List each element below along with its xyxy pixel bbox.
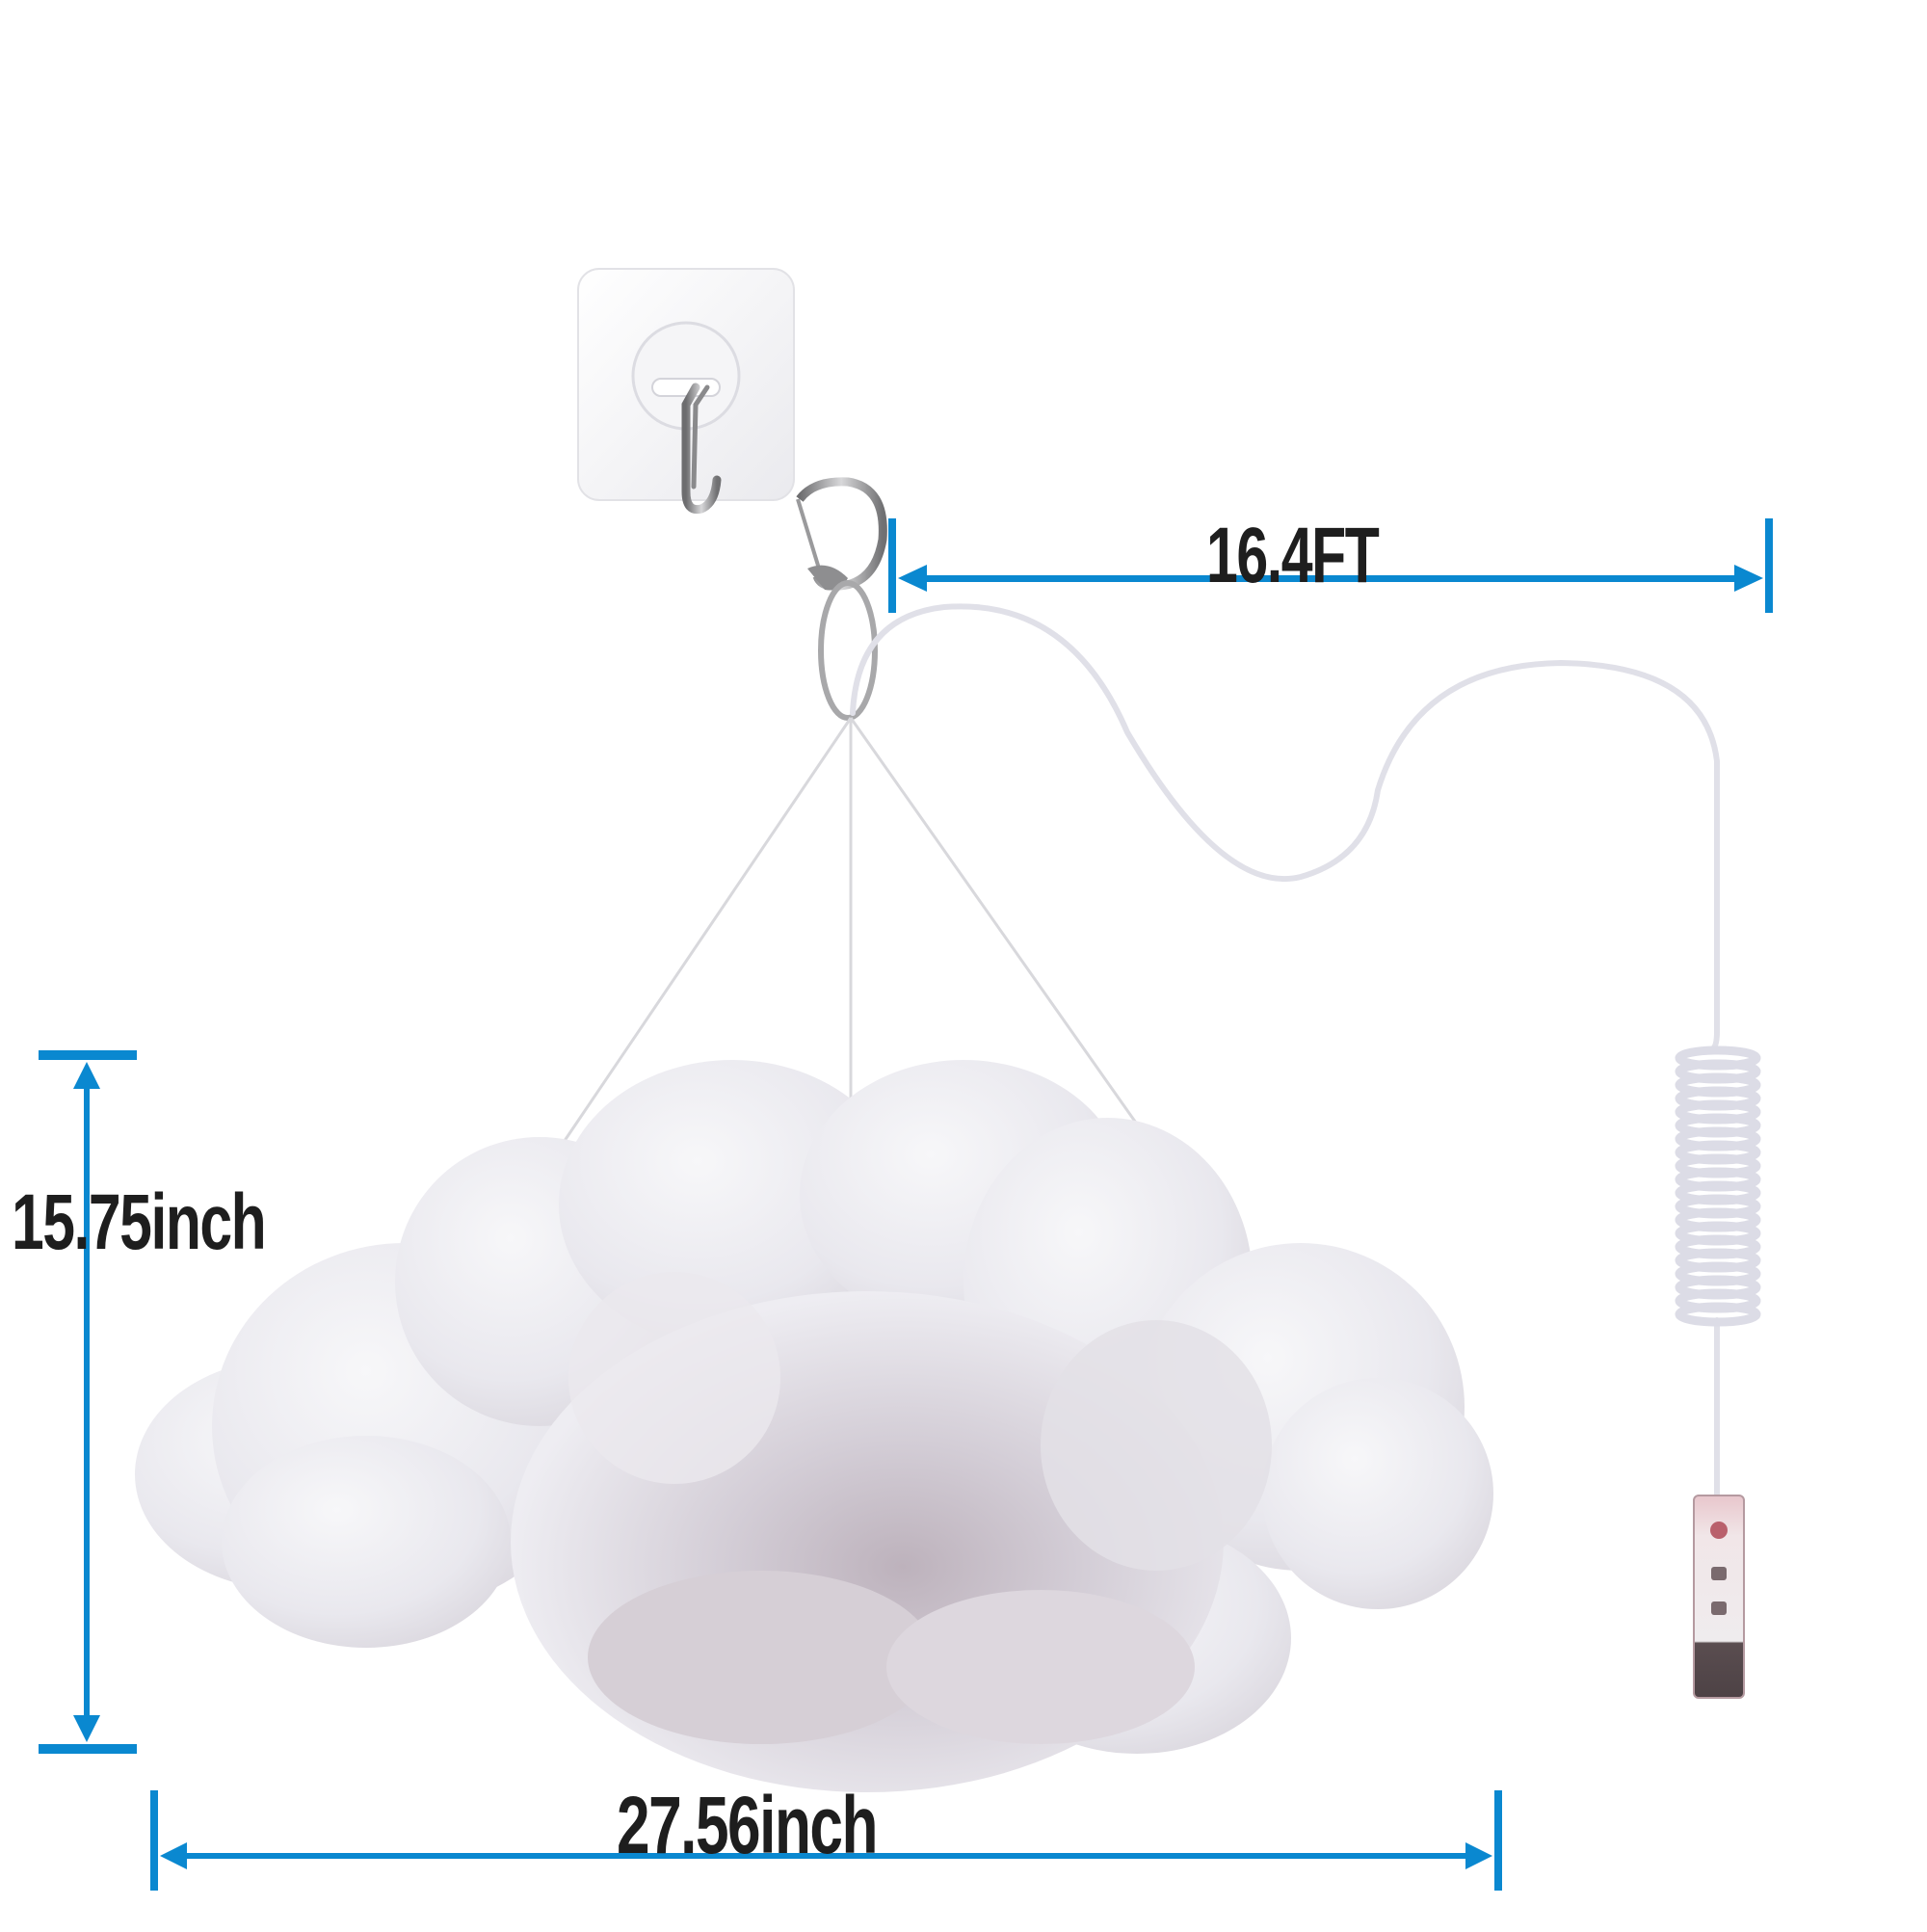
suspension-strings: [552, 717, 1158, 1157]
power-cord: [850, 603, 1720, 1501]
width-label: 27.56inch: [617, 1780, 878, 1870]
control-button-2: [1711, 1601, 1727, 1615]
key-ring: [818, 580, 878, 721]
dimension-height: [39, 1050, 137, 1754]
cloud-lamp: [135, 1060, 1493, 1792]
carabiner-clip: [796, 477, 887, 591]
control-button-1: [1711, 1567, 1727, 1580]
usb-controller: [1693, 1495, 1745, 1699]
dimension-cord-length: [888, 518, 1773, 613]
led-indicator: [1710, 1522, 1728, 1539]
adhesive-hook: [577, 268, 795, 515]
cord-length-label: 16.4FT: [1206, 512, 1380, 599]
height-label: 15.75inch: [12, 1178, 267, 1266]
coiled-cord: [1675, 1045, 1761, 1327]
dimension-width: [150, 1790, 1502, 1891]
